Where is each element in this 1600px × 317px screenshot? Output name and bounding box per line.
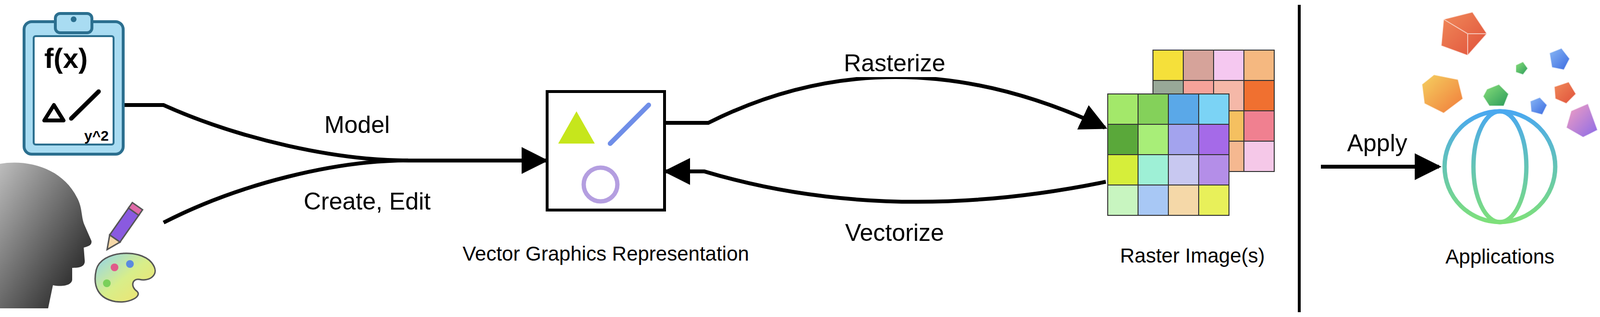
front-pixel <box>1138 124 1169 155</box>
clipboard-icon <box>24 13 124 154</box>
edge-label: Vectorize <box>843 218 947 247</box>
front-pixel <box>1168 93 1199 125</box>
formula-text: f(x) <box>44 41 88 75</box>
circle-shape <box>583 167 618 202</box>
back-pixel <box>1213 50 1244 81</box>
paint-palette <box>95 253 156 302</box>
back-pixel <box>1152 50 1184 81</box>
flow-label: Create, Edit <box>301 187 433 216</box>
edge-label: Rasterize <box>841 49 948 77</box>
back-pixel <box>1243 50 1275 81</box>
globe-line <box>1444 164 1556 169</box>
vector-box: Vector Graphics Representation <box>545 89 666 212</box>
clipboard-node: f(x) y^2 <box>22 12 125 155</box>
globe-line <box>1452 136 1548 141</box>
front-pixel <box>1138 154 1169 185</box>
front-pixel <box>1107 124 1139 155</box>
front-pixel <box>1198 184 1229 216</box>
edge-label: Apply <box>1344 128 1409 157</box>
front-pixel <box>1168 124 1199 155</box>
flow-arrow <box>124 104 546 161</box>
front-pixel <box>1198 154 1229 185</box>
line-shape <box>610 104 649 144</box>
globe-icon <box>1440 107 1560 226</box>
front-pixel <box>1198 124 1229 155</box>
back-pixel <box>1243 110 1275 141</box>
back-pixel <box>1243 80 1275 111</box>
caption: Raster Image(s) <box>1119 243 1265 268</box>
flow-arrow <box>1278 164 1439 169</box>
gem-icons <box>1421 12 1598 138</box>
raster-stack: Raster Image(s) <box>1106 48 1279 218</box>
globe-line <box>1444 111 1556 222</box>
front-pixel <box>1198 93 1229 125</box>
front-pixel <box>1107 93 1139 125</box>
back-pixel <box>1183 50 1214 81</box>
globe-node: Applications <box>1440 107 1560 226</box>
back-pixel <box>1243 140 1275 172</box>
edge-label: Model <box>322 110 392 139</box>
flow-arrow <box>665 76 1105 128</box>
raster-grids <box>1106 48 1279 218</box>
globe-line <box>1452 192 1548 197</box>
vector-shapes <box>548 92 664 209</box>
separator-line <box>1297 4 1301 312</box>
front-pixel <box>1138 184 1169 216</box>
caption: Vector Graphics Representation <box>462 242 749 266</box>
front-pixel <box>1168 184 1199 216</box>
front-pixel <box>1107 184 1139 216</box>
pencil-icon <box>102 202 143 254</box>
front-pixel <box>1168 154 1199 185</box>
caption: Applications <box>1445 244 1555 269</box>
flow-arrow <box>665 171 1106 202</box>
triangle-shape <box>558 111 595 144</box>
person-head <box>0 162 92 308</box>
front-pixel <box>1107 154 1139 185</box>
formula-text: y^2 <box>84 127 109 144</box>
front-pixel <box>1138 93 1169 125</box>
